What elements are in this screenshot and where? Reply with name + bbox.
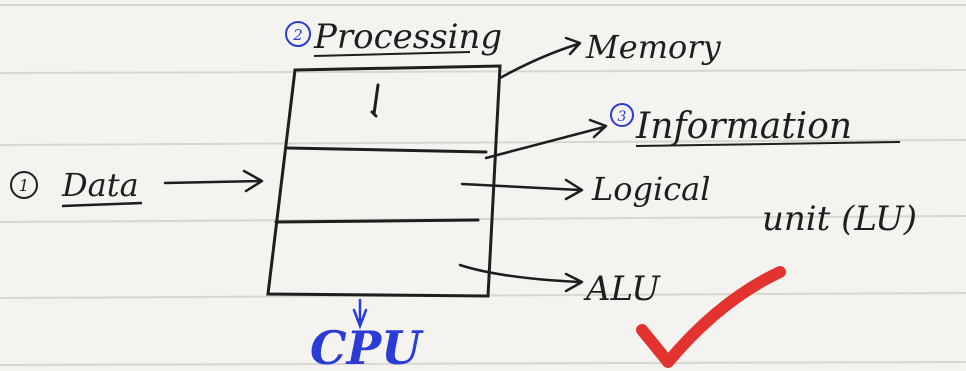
information-arrow [484, 118, 608, 160]
arrows [163, 36, 608, 293]
data-underline [61, 201, 143, 208]
unit-lu-label: unit (LU) [762, 199, 917, 239]
alu-arrow [458, 263, 584, 293]
data-arrow [163, 169, 264, 193]
alu-label: ALU [583, 269, 661, 309]
cpu-label-group: CPU [310, 298, 424, 371]
data-label: Data [61, 166, 139, 204]
processing-label: Processing [313, 17, 502, 57]
box-divider-1 [286, 146, 488, 154]
cpu-box [266, 64, 502, 298]
marker-1-circle [10, 171, 38, 199]
information-label: Information [635, 106, 852, 147]
marker-3-text: 3 [618, 109, 627, 125]
information-underline [635, 141, 901, 147]
check-mark-icon [636, 266, 786, 368]
logical-label: Logical [591, 170, 710, 208]
cpu-down-arrow [352, 298, 368, 330]
processing-tick [370, 83, 380, 118]
cpu-label: CPU [310, 321, 424, 371]
marker-2-circle [285, 21, 311, 47]
number-markers: 1 2 3 [10, 21, 634, 199]
labels: Processing Memory Information Data Logic… [61, 17, 917, 309]
logical-unit-arrow [460, 178, 584, 201]
marker-2-text: 2 [292, 26, 303, 44]
memory-label: Memory [585, 28, 722, 66]
memory-arrow [498, 36, 582, 80]
marker-1-text: 1 [19, 176, 29, 195]
processing-underline [313, 51, 471, 57]
marker-3-circle [610, 103, 634, 127]
box-divider-2 [274, 218, 480, 224]
